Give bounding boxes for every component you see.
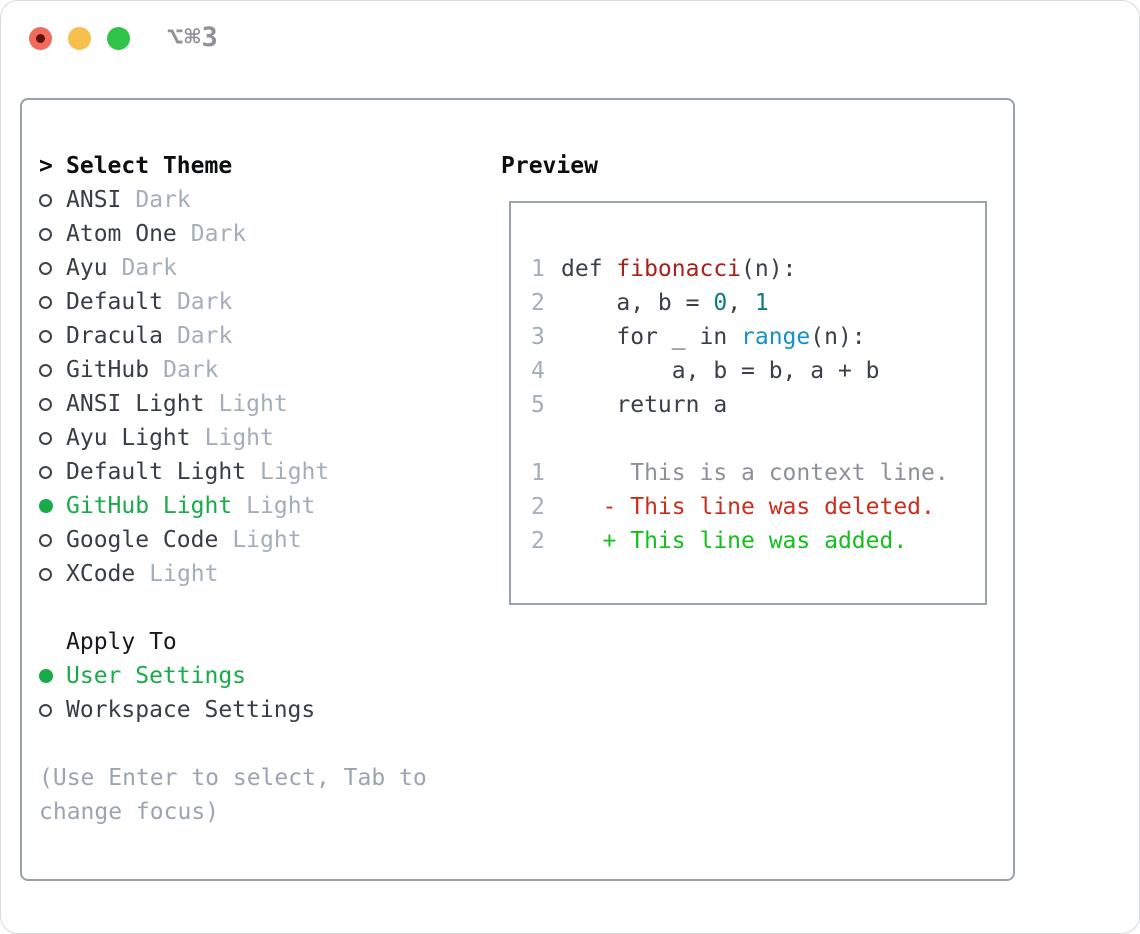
apply-label: Workspace Settings: [66, 697, 316, 723]
code-line: 2 a, b = 0, 1: [531, 286, 985, 320]
number-token: 1: [754, 290, 769, 316]
theme-option-google-code[interactable]: Google Code Light: [39, 523, 501, 557]
code-line: 4 a, b = b, a + b: [531, 354, 985, 388]
theme-option-ayu-dark[interactable]: Ayu Dark: [39, 251, 501, 285]
window-title: ⌥⌘3: [167, 22, 219, 53]
theme-label: Ayu Light: [66, 425, 191, 451]
number-token: 0: [713, 290, 728, 316]
theme-label: Atom One: [66, 221, 177, 247]
theme-label: ANSI Light: [66, 391, 205, 417]
theme-label: Default: [66, 289, 163, 315]
theme-option-github-dark[interactable]: GitHub Dark: [39, 353, 501, 387]
function-name-token: fibonacci: [616, 256, 742, 282]
builtin-token: range: [741, 324, 811, 350]
radio-icon: [39, 295, 52, 309]
theme-label: Default Light: [66, 459, 247, 485]
apply-option-workspace-settings[interactable]: Workspace Settings: [39, 693, 501, 727]
theme-variant: Light: [232, 527, 302, 553]
theme-option-default-dark[interactable]: Default Dark: [39, 285, 501, 319]
line-number: 2: [531, 528, 545, 554]
zoom-button[interactable]: [107, 27, 130, 50]
preview-header: Preview: [501, 153, 598, 179]
preview-header-row: Preview: [501, 149, 1013, 183]
radio-icon: [39, 397, 52, 411]
theme-variant: Light: [246, 493, 316, 519]
diff-added-line: 2 + This line was added.: [531, 524, 985, 558]
theme-option-atom-one[interactable]: Atom One Dark: [39, 217, 501, 251]
radio-icon: [39, 329, 52, 343]
theme-label: Ayu: [66, 255, 108, 281]
theme-option-github-light[interactable]: GitHub Light Light: [39, 489, 501, 523]
theme-variant: Light: [149, 561, 219, 587]
theme-label: XCode: [66, 561, 136, 587]
code-line: 5 return a: [531, 388, 985, 422]
apply-to-header: Apply To: [66, 629, 177, 655]
radio-icon: [39, 227, 52, 241]
line-number: 4: [531, 358, 545, 384]
theme-menu-header-row: > Select Theme: [39, 149, 501, 183]
radio-icon: [39, 363, 52, 377]
theme-label: Dracula: [66, 323, 163, 349]
apply-option-user-settings[interactable]: User Settings: [39, 659, 501, 693]
theme-variant: Dark: [176, 289, 233, 315]
close-button[interactable]: [29, 27, 52, 50]
keyboard-hint: (Use Enter to select, Tab to change focu…: [39, 765, 427, 825]
theme-menu-header: Select Theme: [66, 153, 233, 179]
line-number: 5: [531, 392, 545, 418]
apply-label: User Settings: [66, 663, 247, 689]
theme-variant: Dark: [176, 323, 233, 349]
diff-context-line: 1 This is a context line.: [531, 456, 985, 490]
line-number: 1: [531, 256, 545, 282]
theme-option-ansi-dark[interactable]: ANSI Dark: [39, 183, 501, 217]
radio-icon: [39, 533, 52, 547]
theme-option-ayu-light[interactable]: Ayu Light Light: [39, 421, 501, 455]
radio-icon: [39, 431, 52, 445]
diff-deleted-line: 2 - This line was deleted.: [531, 490, 985, 524]
line-number: 3: [531, 324, 545, 350]
radio-icon: [39, 261, 52, 275]
radio-icon: [39, 703, 52, 717]
spacer: [39, 591, 501, 625]
line-number: 1: [531, 460, 545, 486]
radio-icon: [39, 193, 52, 207]
theme-label: ANSI: [66, 187, 122, 213]
theme-variant: Dark: [190, 221, 247, 247]
theme-label: GitHub Light: [66, 493, 233, 519]
theme-variant: Light: [218, 391, 288, 417]
radio-icon: [39, 465, 52, 479]
theme-label: Google Code: [66, 527, 219, 553]
theme-variant: Dark: [121, 255, 177, 281]
code-line: 3 for _ in range(n):: [531, 320, 985, 354]
line-number: 2: [531, 494, 545, 520]
theme-option-ansi-light[interactable]: ANSI Light Light: [39, 387, 501, 421]
theme-option-dracula[interactable]: Dracula Dark: [39, 319, 501, 353]
theme-variant: Dark: [135, 187, 191, 213]
selected-radio-icon: [39, 499, 53, 513]
theme-variant: Dark: [163, 357, 219, 383]
spacer: [39, 727, 501, 761]
cursor-prompt-icon: >: [39, 153, 53, 179]
apply-to-header-row: Apply To: [39, 625, 501, 659]
line-number: 2: [531, 290, 545, 316]
blank-line: [531, 422, 985, 456]
theme-variant: Light: [260, 459, 330, 485]
theme-variant: Light: [204, 425, 274, 451]
radio-icon: [39, 567, 52, 581]
theme-option-default-light[interactable]: Default Light Light: [39, 455, 501, 489]
minimize-button[interactable]: [68, 27, 91, 50]
traffic-lights: [29, 27, 130, 50]
theme-label: GitHub: [66, 357, 150, 383]
theme-option-xcode[interactable]: XCode Light: [39, 557, 501, 591]
selected-radio-icon: [39, 669, 53, 683]
